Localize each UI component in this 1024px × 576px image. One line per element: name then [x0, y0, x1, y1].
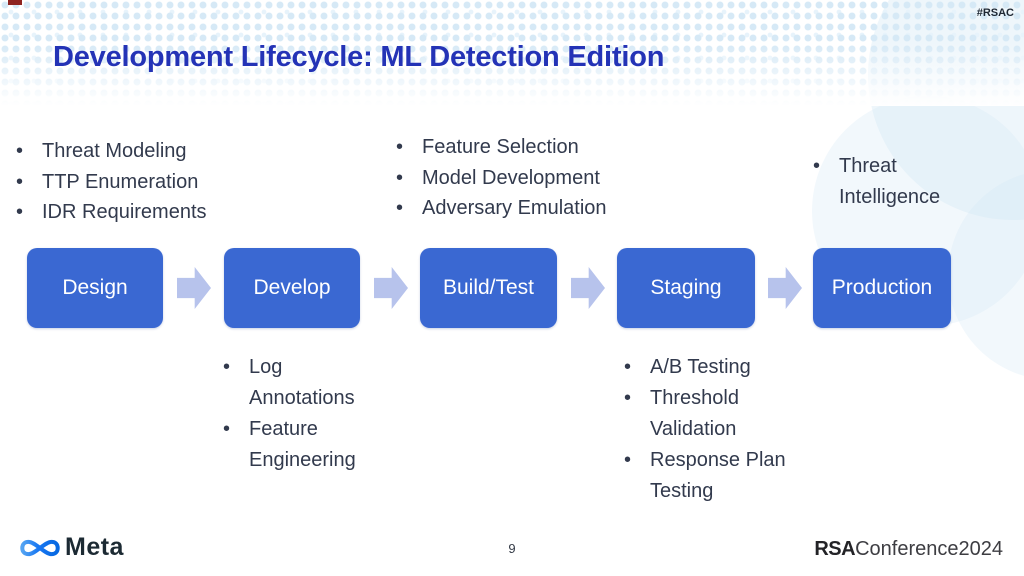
develop-phase-bottom-list: • Log Annotations • Feature Engineering: [223, 352, 384, 476]
stage-label: Production: [831, 276, 933, 299]
design-phase-list: • Threat Modeling • TTP Enumeration • ID…: [16, 136, 207, 228]
corner-mark: [8, 0, 22, 5]
bullet-icon: •: [396, 136, 404, 158]
list-item: • Threshold Validation: [624, 383, 805, 445]
arrow-right-icon: [768, 267, 802, 309]
list-item: • Model Development: [396, 163, 607, 194]
list-item: • IDR Requirements: [16, 197, 207, 228]
bullet-icon: •: [624, 356, 632, 378]
bullet-icon: •: [223, 418, 231, 440]
list-item-text: A/B Testing: [650, 356, 751, 378]
slide-title: Development Lifecycle: ML Detection Edit…: [53, 41, 665, 73]
bullet-icon: •: [16, 201, 24, 223]
rsa-year-text: 2024: [958, 538, 1004, 560]
bullet-icon: •: [16, 170, 24, 193]
bullet-icon: •: [396, 197, 404, 219]
bullet-icon: •: [813, 155, 821, 177]
list-item-text: Adversary Emulation: [422, 197, 607, 219]
list-item-text: Log Annotations: [249, 356, 355, 409]
list-item-text: Threat Intelligence: [839, 155, 941, 208]
stage-label: Staging: [650, 276, 722, 299]
bullet-icon: •: [16, 140, 24, 162]
meta-wordmark: Meta: [65, 533, 124, 561]
stage-build-test: Build/Test: [420, 248, 557, 328]
stage-label: Develop: [253, 276, 331, 299]
list-item-text: Model Development: [422, 166, 600, 189]
list-item: • A/B Testing: [624, 352, 805, 383]
list-item-text: Response Plan Testing: [650, 449, 786, 502]
list-item-text: Threshold Validation: [650, 387, 739, 440]
list-item: • Log Annotations: [223, 352, 384, 414]
rsa-brand-text: RSA: [814, 538, 856, 560]
arrow-right-icon: [177, 267, 211, 309]
bullet-icon: •: [624, 449, 632, 471]
staging-phase-bottom-list: • A/B Testing • Threshold Validation • R…: [624, 352, 805, 507]
list-item: • Adversary Emulation: [396, 193, 607, 224]
list-item: • Threat Intelligence: [813, 151, 949, 212]
bullet-icon: •: [624, 387, 632, 409]
list-item: • Feature Selection: [396, 132, 607, 163]
stage-production: Production: [813, 248, 951, 328]
rsa-conference-logo: RSAConference2024: [814, 538, 1003, 561]
rsac-hashtag: #RSAC: [976, 7, 1014, 19]
list-item-text: Feature Selection: [422, 136, 579, 158]
meta-logo: Meta: [20, 533, 124, 562]
bullet-icon: •: [223, 356, 231, 378]
meta-infinity-icon: [20, 539, 60, 556]
page-number: 9: [508, 541, 516, 556]
stage-develop: Develop: [224, 248, 360, 328]
stage-label: Design: [62, 276, 128, 299]
list-item-text: IDR Requirements: [42, 201, 207, 223]
list-item: • Response Plan Testing: [624, 445, 805, 507]
list-item-text: TTP Enumeration: [42, 170, 199, 193]
arrow-right-icon: [374, 267, 408, 309]
list-item: • TTP Enumeration: [16, 167, 207, 198]
rsa-conference-text: Conference: [855, 538, 959, 560]
develop-phase-list: • Feature Selection • Model Development …: [396, 132, 607, 224]
list-item-text: Threat Modeling: [42, 140, 187, 162]
list-item: • Threat Modeling: [16, 136, 207, 167]
list-item: • Feature Engineering: [223, 414, 384, 476]
arrow-right-icon: [571, 267, 605, 309]
list-item-text: Feature Engineering: [249, 418, 356, 471]
bullet-icon: •: [396, 166, 404, 189]
production-phase-list: • Threat Intelligence: [813, 151, 949, 212]
stage-staging: Staging: [617, 248, 755, 328]
stage-design: Design: [27, 248, 163, 328]
dot-pattern-background: [0, 0, 1024, 106]
stage-label: Build/Test: [442, 276, 535, 299]
